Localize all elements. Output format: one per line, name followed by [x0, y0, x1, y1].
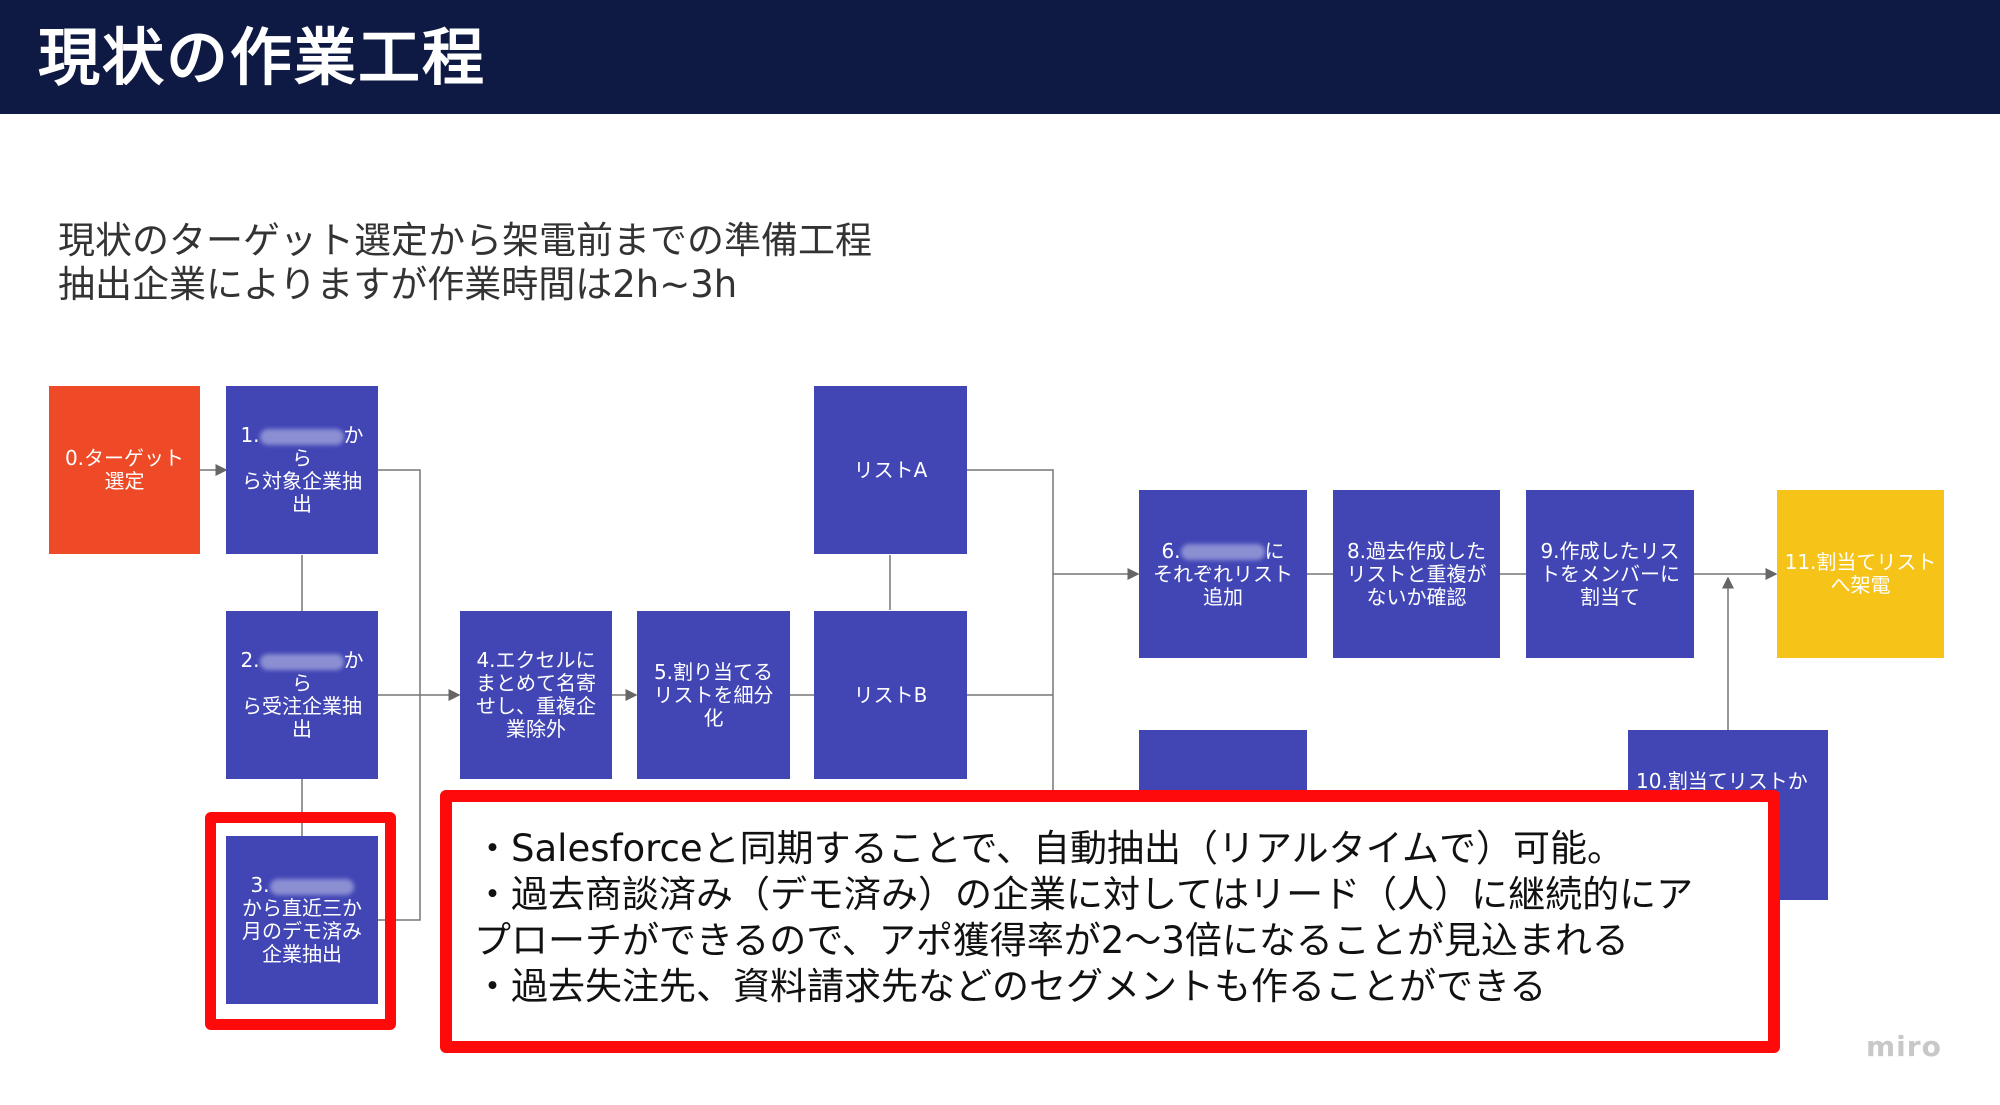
subtitle-line-2: 抽出企業によりますが作業時間は2h~3h — [58, 263, 738, 306]
edge-listA-right — [967, 469, 1054, 800]
redacted-source-name — [269, 878, 354, 895]
callout-box: ・Salesforceと同期することで、自動抽出（リアルタイムで）可能。 ・過去… — [440, 790, 1780, 1053]
step-6-prefix: 6. — [1161, 538, 1181, 563]
redacted-source-name — [259, 428, 344, 445]
step-6-suffix: に それぞれリスト 追加 — [1153, 538, 1293, 609]
step-11-label: 11.割当てリスト へ架電 — [1784, 550, 1937, 597]
list-a-label: リストA — [853, 457, 928, 482]
callout-line-2: ・過去商談済み（デモ済み）の企業に対してはリード（人）に継続的にア — [474, 873, 1694, 916]
step-3-suffix: から直近三か 月のデモ済み 企業抽出 — [242, 896, 362, 966]
page-title: 現状の作業工程 — [38, 21, 487, 94]
step-6-add-lists: 6.に それぞれリスト 追加 — [1139, 490, 1307, 658]
step-4-excel-dedupe: 4.エクセルに まとめて名寄 せし、重複企 業除外 — [460, 611, 612, 779]
step-9-label: 9.作成したリス トをメンバーに 割当て — [1540, 538, 1680, 609]
step-0-label: 0.ターゲット 選定 — [64, 446, 185, 493]
edge-1-merge — [378, 469, 421, 695]
step-1-suffix: から ら対象企業抽 出 — [242, 423, 364, 516]
step-8-label: 8.過去作成した リストと重複が ないか確認 — [1346, 538, 1487, 609]
step-5-label: 5.割り当てる リストを細分 化 — [653, 659, 774, 730]
list-b-label: リストB — [853, 682, 928, 707]
step-11-call: 11.割当てリスト へ架電 — [1777, 490, 1944, 658]
redacted-tool-name — [1180, 544, 1265, 560]
step-3-prefix: 3. — [250, 873, 270, 897]
list-b: リストB — [814, 611, 967, 779]
step-2-suffix: から ら受注企業抽 出 — [242, 648, 364, 741]
step-1-prefix: 1. — [240, 423, 260, 447]
step-1-extract-targets: 1.から ら対象企業抽 出 — [226, 386, 378, 554]
callout-line-1: ・Salesforceと同期することで、自動抽出（リアルタイムで）可能。 — [474, 827, 1624, 870]
step-0-target-selection: 0.ターゲット 選定 — [49, 386, 200, 554]
step-8-check-duplicates: 8.過去作成した リストと重複が ないか確認 — [1333, 490, 1500, 658]
step-3-highlight-frame — [205, 812, 396, 1030]
step-4-label: 4.エクセルに まとめて名寄 せし、重複企 業除外 — [476, 648, 596, 741]
step-2-prefix: 2. — [240, 648, 260, 672]
callout-line-4: ・過去失注先、資料請求先などのセグメントも作ることができる — [474, 965, 1547, 1008]
step-3-extract-demo: 3. から直近三か 月のデモ済み 企業抽出 — [226, 836, 378, 1004]
redacted-source-name — [259, 653, 344, 670]
callout-line-3: プローチができるので、アポ獲得率が2〜3倍になることが見込まれる — [474, 919, 1629, 962]
header-bar: 現状の作業工程 — [0, 0, 2000, 114]
step-2-extract-won: 2.から ら受注企業抽 出 — [226, 611, 378, 779]
miro-watermark: miro — [1866, 1030, 1942, 1063]
list-a: リストA — [814, 386, 967, 554]
step-9-assign-members: 9.作成したリス トをメンバーに 割当て — [1526, 490, 1694, 658]
subtitle-line-1: 現状のターゲット選定から架電前までの準備工程 — [58, 219, 872, 262]
step-5-split-lists: 5.割り当てる リストを細分 化 — [637, 611, 790, 779]
